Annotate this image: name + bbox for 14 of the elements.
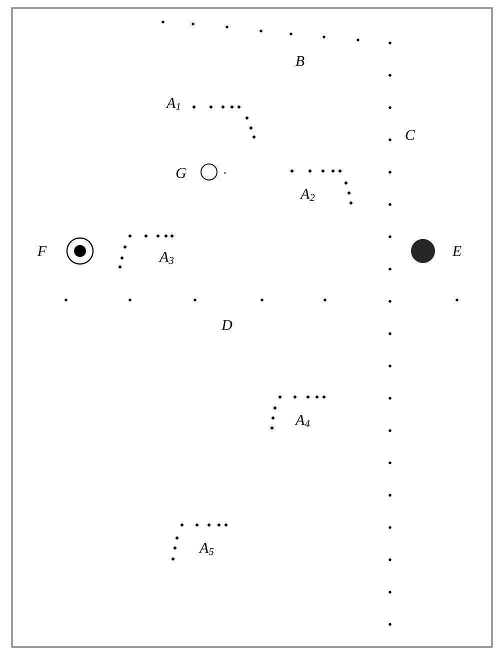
point-label: A$_{4}$ bbox=[294, 414, 310, 428]
point-label: B bbox=[296, 56, 304, 66]
point-label: F bbox=[37, 246, 47, 256]
circle-symbol bbox=[66, 237, 94, 265]
point-label: A$_{5}$ bbox=[198, 542, 214, 556]
point-label: G bbox=[176, 168, 186, 178]
point-label: E bbox=[452, 246, 462, 256]
point-label: A$_{2}$ bbox=[300, 188, 315, 202]
point-label: D bbox=[221, 320, 232, 330]
circle-symbol bbox=[411, 239, 435, 263]
circle-symbol bbox=[200, 164, 226, 180]
point-label: C bbox=[406, 130, 416, 140]
point-label: A$_{3}$ bbox=[158, 252, 174, 264]
point-label: A$_{1}$ bbox=[166, 98, 180, 110]
